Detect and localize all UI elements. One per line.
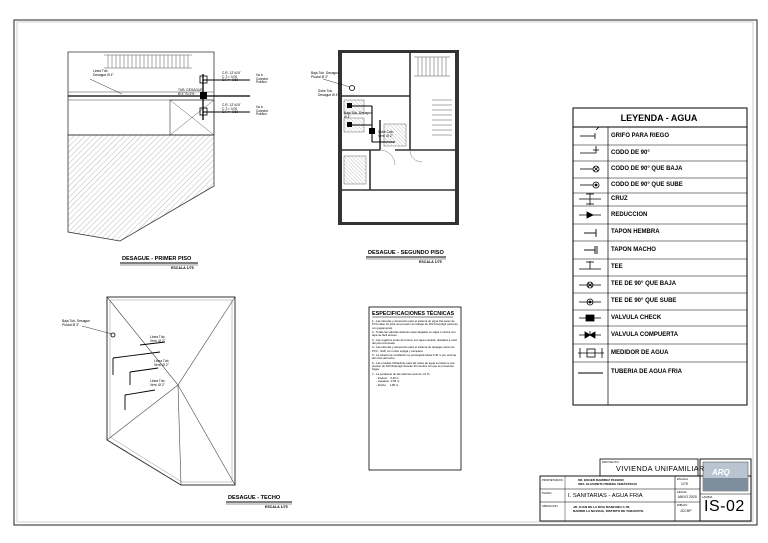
second-floor-scale: ESCALA 1/75 <box>419 260 442 264</box>
title-underlines <box>120 256 453 505</box>
tb-drawn-label: DIBUJO <box>677 503 688 507</box>
logo-box <box>702 461 749 492</box>
legend-item: TEE <box>611 264 623 271</box>
legend-item: TEE DE 90° QUE BAJA <box>611 281 677 288</box>
female-cap-symbol <box>584 229 597 237</box>
sf-note-b: Sube Tub.Desague Ø 4" <box>318 89 339 97</box>
second-floor-title: DESAGUE - SEGUNDO PISO <box>368 250 444 256</box>
first-floor-plan <box>67 51 250 242</box>
legend-item: CODO DE 90° <box>611 149 650 156</box>
specs-title: ESPECIFICACIONES TÉCNICAS <box>372 311 455 317</box>
legend-item: MEDIDOR DE AGUA <box>611 349 669 356</box>
tb-sheet-label: PLANO <box>542 491 552 495</box>
second-floor-stairs <box>414 56 452 136</box>
legend-row-dividers <box>573 144 747 363</box>
male-cap-symbol <box>584 246 598 254</box>
hose-bibb-symbol <box>580 126 600 139</box>
spec-item: 2.- Todas las valvulas deberan estar alo… <box>372 329 456 338</box>
legend-title: LEYENDA - AGUA <box>620 112 698 123</box>
tb-project-label: PROYECTO <box>602 460 619 464</box>
tb-scale-label: ESCALA <box>677 477 689 481</box>
roof-note-b: Linea Tub.Vent. Ø 2" <box>150 335 166 343</box>
tb-scale: 1/75 <box>681 482 688 486</box>
tb-sheet-no: IS-02 <box>704 498 745 515</box>
legend-item: TAPON MACHO <box>611 246 656 253</box>
first-floor-hatched-area <box>67 134 215 242</box>
elbow-90-up-symbol <box>580 181 600 189</box>
second-floor-plan <box>322 50 459 225</box>
spec-item: 3.- Las registros seran de bronce con ta… <box>372 337 457 345</box>
tb-sheet-no-label: LAMINA <box>702 495 713 499</box>
sheet-outer-border <box>13 19 758 526</box>
water-meter-symbol <box>578 348 604 358</box>
title-block <box>539 458 752 522</box>
tee-up-symbol <box>579 298 601 306</box>
spec-item: 1.- Las tuberias y accesorios para el si… <box>372 319 458 330</box>
check-valve-symbol <box>579 314 601 322</box>
elbow-90-down-symbol <box>580 165 600 173</box>
roof-drain-lines <box>112 341 166 410</box>
tb-location: JR. JUAN DE LA RIVA MANZANO C-05,BARRIO … <box>573 505 645 513</box>
second-floor-walls <box>341 52 458 191</box>
gate-valve-symbol <box>579 331 601 339</box>
sheet-inner-border <box>16 21 754 523</box>
spec-item: 4.- Las tuberias y accesorios para el si… <box>372 345 455 353</box>
tb-date-label: FECHA <box>677 490 687 494</box>
cross-symbol <box>579 193 601 205</box>
roof-title: DESAGUE - TECHO <box>228 495 281 501</box>
tb-sheet: I. SANITARIAS - AGUA FRIA <box>568 493 643 499</box>
tb-drawn: JCCHP <box>680 509 692 513</box>
sf-note-d: Sube Cab.Vent. Ø 2" <box>378 130 394 138</box>
tb-date: MAYO 2020 <box>678 495 697 499</box>
tee-down-symbol <box>579 281 601 289</box>
first-floor-room <box>169 99 215 136</box>
logo-text: ARQ <box>712 468 730 477</box>
roof-plan <box>81 296 236 486</box>
tb-location-label: UBICACION <box>542 504 558 508</box>
roof-scale: ESCALA 1/75 <box>265 505 288 509</box>
legend-item: VALVULA COMPUERTA <box>611 331 679 338</box>
roof-note-d: Linea Tub.Vent. Ø 2" <box>150 379 166 387</box>
spec-item: 7.- La pendiente de las tuberías será de… <box>372 371 431 376</box>
legend-item: VALVULA CHECK <box>611 314 662 321</box>
spec-item: 5.- La tubería de ventilación se prolong… <box>372 353 456 361</box>
roof-note-c: Linea Tub.Vent. Ø 2" <box>154 359 170 367</box>
spec-item: 6.- Las pruebas hidráulicas para las red… <box>372 360 455 372</box>
spec-table: - Inodoro 0.40 m - Lavatorio 0.55 m - Du… <box>376 376 400 387</box>
first-floor-title: DESAGUE - PRIMER PISO <box>122 256 192 262</box>
tee-symbol <box>579 261 601 270</box>
specs-list: 1.- Las tuberias y accesorios para el si… <box>372 319 460 387</box>
legend-item: CODO DE 90° QUE SUBE <box>611 182 683 189</box>
specs-box <box>368 306 462 471</box>
legend-item: TEE DE 90° QUE SUBE <box>611 298 677 305</box>
tb-owner-label: PROPIETARIOS <box>542 478 563 482</box>
first-floor-stairs <box>104 54 192 69</box>
legend-table <box>572 107 748 406</box>
elbow-90-symbol <box>580 146 599 154</box>
legend-item: CRUZ <box>611 196 628 203</box>
ff-note-a: Linea Tub.Desague Ø 4" <box>93 69 114 77</box>
first-floor-scale: ESCALA 1/75 <box>171 266 194 270</box>
legend-item: TAPON HEMBRA <box>611 229 660 236</box>
legend-item: CODO DE 90° QUE BAJA <box>611 166 683 173</box>
roof-outline <box>106 296 236 486</box>
tb-project: VIVIENDA UNIFAMILIAR <box>616 464 705 473</box>
legend-item: GRIFO PARA RIEGO <box>611 133 670 140</box>
reducer-symbol <box>579 211 601 219</box>
legend-item: REDUCCION <box>611 211 648 218</box>
legend-item: TUBERIA DE AGUA FRIA <box>611 368 682 375</box>
